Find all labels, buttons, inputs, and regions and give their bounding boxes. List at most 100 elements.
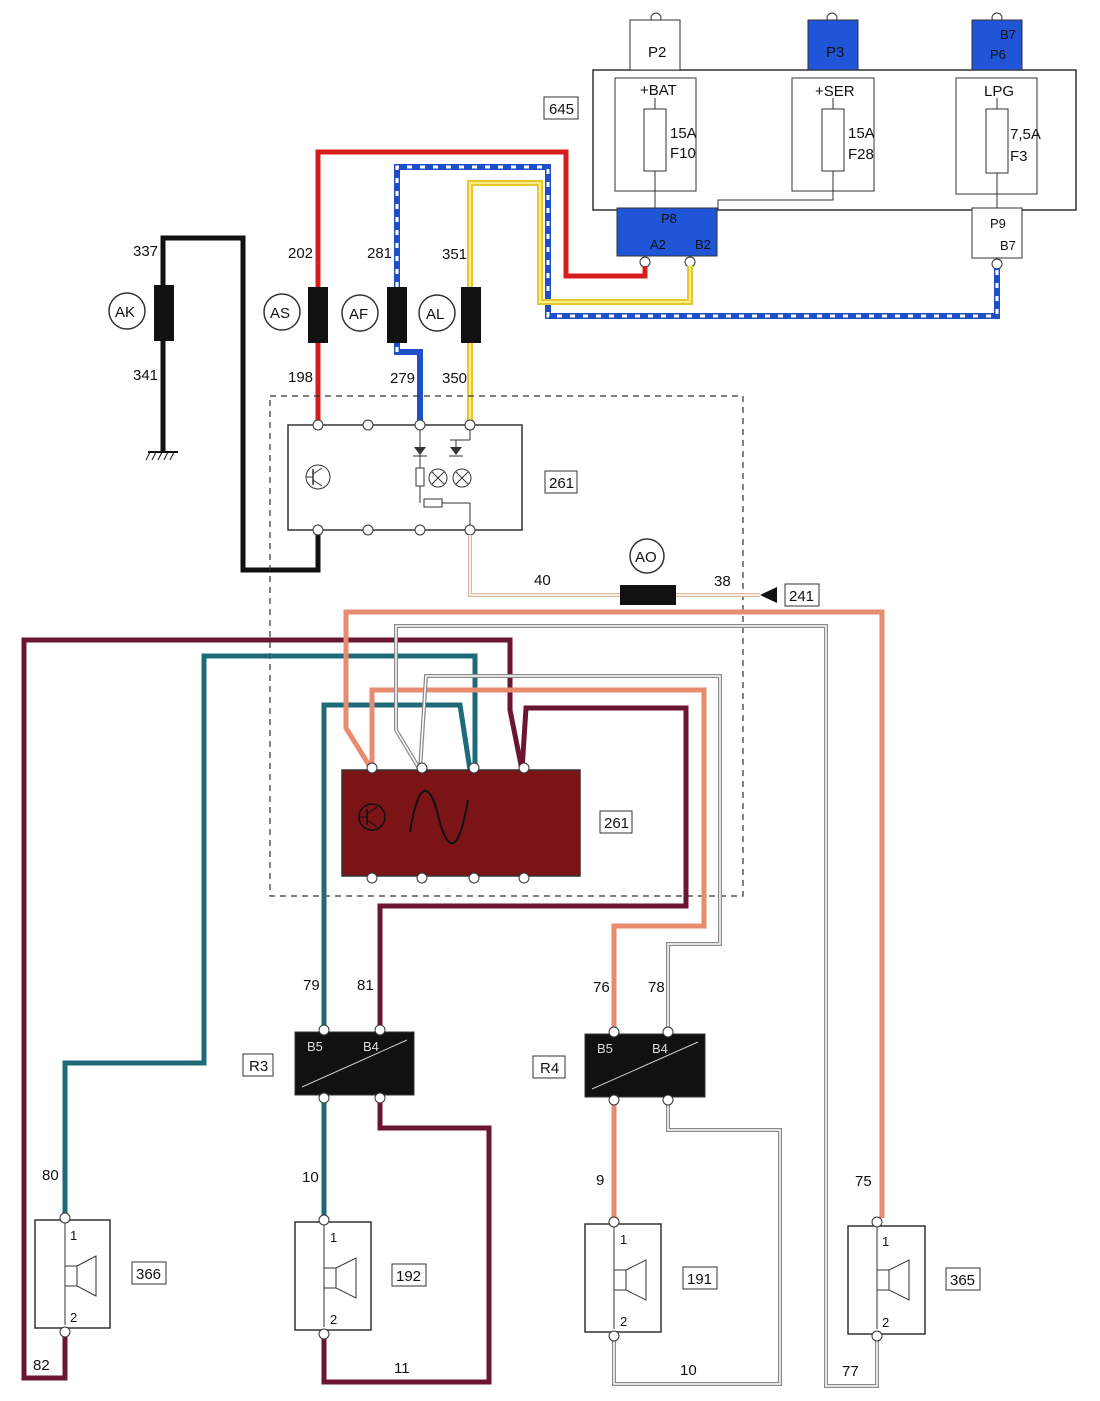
connector-p8-label: P8 <box>661 211 677 226</box>
speaker-365: 1 2 365 <box>847 1216 981 1342</box>
fuse-cell-ser: +SER 15A F28 <box>717 77 875 210</box>
wire-teal-79 <box>321 702 473 1030</box>
wire-teal-80 <box>62 653 478 1218</box>
wire-num-10a: 10 <box>302 1169 319 1186</box>
connector-p8: P8 A2 B2 <box>616 207 718 268</box>
connector-as: AS <box>270 305 290 322</box>
lower-wire-numbers: 79 81 76 78 80 82 10 11 9 10 75 77 <box>33 977 872 1380</box>
connector-p9-pin: B7 <box>1000 238 1016 253</box>
speaker-wires <box>21 609 885 1388</box>
wire-num-80: 80 <box>42 1167 59 1184</box>
fuse-bat-id: F10 <box>670 145 696 162</box>
speaker-icon <box>64 1255 97 1297</box>
connector-p8-pin-b: B2 <box>695 237 711 252</box>
speaker-366-pin1: 1 <box>70 1228 77 1243</box>
relay-r4-pin-b4: B4 <box>652 1041 668 1056</box>
wire-num-77: 77 <box>842 1363 859 1380</box>
pin-p6-label: P6 <box>990 47 1006 62</box>
wire-num-81: 81 <box>357 977 374 994</box>
fusebox-id-label: 645 <box>549 101 574 118</box>
speaker-192: 1 2 192 <box>294 1214 427 1340</box>
speaker-192-pin1: 1 <box>330 1230 337 1245</box>
connector-af: AF <box>349 306 368 323</box>
wire-maroon-81 <box>377 705 689 1030</box>
speaker-191-pin2: 2 <box>620 1314 627 1329</box>
wire-num-40: 40 <box>534 572 551 589</box>
wire-num-281: 281 <box>367 245 392 262</box>
speaker-366-pin2: 2 <box>70 1310 77 1325</box>
amp-transistor-icon <box>358 803 386 831</box>
wire-num-10b: 10 <box>680 1362 697 1379</box>
fuse-bat-name: +BAT <box>640 82 677 99</box>
fuse-bat-rating: 15A <box>670 125 697 142</box>
relay-r3: B5 B4 R3 <box>242 1024 415 1104</box>
pin-p2-label: P2 <box>648 44 666 61</box>
fuse-ser-id: F28 <box>848 146 874 163</box>
wire-num-38: 38 <box>714 573 731 590</box>
speaker-191-label: 191 <box>687 1271 712 1288</box>
inline-connectors: AK AS AF AL 337 341 202 198 281 279 351 … <box>108 243 481 387</box>
wire-maroon-11 <box>321 1098 492 1385</box>
connector-ao: AO <box>635 549 657 566</box>
speaker-191-pin1: 1 <box>620 1232 627 1247</box>
wire-ao: AO 40 38 241 <box>468 535 820 607</box>
radio-enclosure <box>269 395 744 897</box>
speaker-192-label: 192 <box>396 1268 421 1285</box>
top-wires <box>145 149 1000 573</box>
fuse-cell-lpg: LPG 7,5A F3 <box>955 77 1041 210</box>
connector-ak: AK <box>115 304 135 321</box>
pin-b7-p6: B7 P6 <box>971 12 1023 71</box>
wire-num-337: 337 <box>133 243 158 260</box>
wire-num-350: 350 <box>442 370 467 387</box>
wire-num-198: 198 <box>288 369 313 386</box>
wire-num-82: 82 <box>33 1357 50 1374</box>
speaker-icon <box>613 1259 647 1301</box>
unit-261-amp-label: 261 <box>604 815 629 832</box>
relay-r3-pin-b5: B5 <box>307 1039 323 1054</box>
pin-p3-label: P3 <box>826 44 844 61</box>
relay-r4-pin-b5: B5 <box>597 1041 613 1056</box>
unit-261-top: 261 <box>287 419 578 536</box>
connector-p8-pin-a: A2 <box>650 237 666 252</box>
relay-r4: B5 B4 R4 <box>532 1026 706 1106</box>
fuse-ser-name: +SER <box>815 83 855 100</box>
fuse-lpg-id: F3 <box>1010 148 1028 165</box>
speaker-365-pin1: 1 <box>882 1234 889 1249</box>
wire-salmon-76 <box>369 687 707 1030</box>
fuse-ser-rating: 15A <box>848 125 875 142</box>
wire-num-9: 9 <box>596 1172 604 1189</box>
wire-black-337 <box>160 235 321 573</box>
wire-num-75: 75 <box>855 1173 872 1190</box>
wire-num-341: 341 <box>133 367 158 384</box>
connector-p9-label: P9 <box>990 216 1006 231</box>
wire-num-79: 79 <box>303 977 320 994</box>
fuse-lpg-rating: 7,5A <box>1010 126 1041 143</box>
speaker-192-pin2: 2 <box>330 1312 337 1327</box>
connector-al: AL <box>426 306 444 323</box>
relay-r3-pin-b4: B4 <box>363 1039 379 1054</box>
wire-num-351: 351 <box>442 246 467 263</box>
connector-p9: P9 B7 <box>971 207 1023 270</box>
wire-num-11: 11 <box>394 1360 410 1377</box>
speaker-191: 1 2 191 <box>584 1216 718 1342</box>
speaker-icon <box>323 1257 357 1299</box>
ground-icon <box>145 451 178 461</box>
ref-241-label: 241 <box>789 588 814 605</box>
wire-maroon-82 <box>21 637 525 1381</box>
diode-lamp-icon <box>413 430 472 525</box>
pin-p3: P3 <box>807 12 859 71</box>
wire-red-202 <box>315 149 648 425</box>
wire-num-202: 202 <box>288 245 313 262</box>
wire-num-279: 279 <box>390 370 415 387</box>
pin-b7-label: B7 <box>1000 27 1016 42</box>
unit-261-amp: 261 <box>341 762 633 884</box>
speaker-366: 1 2 366 <box>34 1212 167 1338</box>
unit-261-top-label: 261 <box>549 475 574 492</box>
transistor-icon <box>305 464 331 490</box>
speaker-366-label: 366 <box>136 1266 161 1283</box>
fuse-lpg-name: LPG <box>984 83 1014 100</box>
speaker-365-pin2: 2 <box>882 1315 889 1330</box>
wire-num-76: 76 <box>593 979 610 996</box>
relay-r4-label: R4 <box>540 1060 559 1077</box>
